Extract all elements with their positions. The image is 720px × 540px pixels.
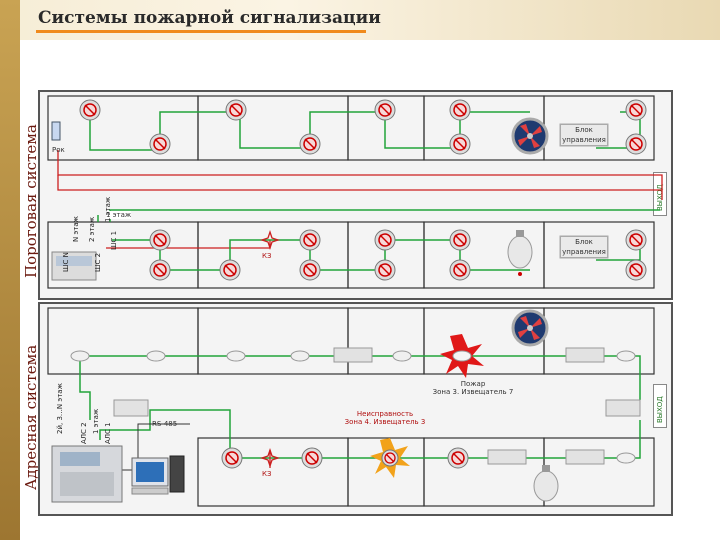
control-unit-label-top: Блок управления <box>560 124 608 146</box>
rs485-link <box>120 423 190 471</box>
smoke-detector-icon <box>374 259 396 281</box>
address-module-icon <box>565 347 605 363</box>
addressable-detector-icon <box>616 452 636 464</box>
smoke-detector-icon <box>221 447 243 469</box>
fault-burst-icon <box>370 438 410 478</box>
smoke-detector-icon <box>449 259 471 281</box>
address-module-icon <box>333 347 373 363</box>
address-module-icon <box>565 449 605 465</box>
computer-workstation-icon <box>131 455 185 495</box>
address-detectors <box>70 350 636 464</box>
smoke-detector-icon <box>225 99 247 121</box>
smoke-detector-icon <box>447 447 469 469</box>
threshold-output-tab: ВЫХОД <box>653 172 667 216</box>
smoke-detector-icon <box>625 229 647 251</box>
page-title: Системы пожарной сигнализации <box>38 8 381 28</box>
fault-event-label: Неисправность Зона 4. Извещатель 3 <box>344 410 426 426</box>
address-rooms <box>47 307 655 507</box>
address-control-panel-icon <box>51 445 123 503</box>
smoke-detector-icon <box>449 229 471 251</box>
short-circuit-icon <box>259 229 281 251</box>
smoke-detector-icon <box>625 99 647 121</box>
addressable-detector-icon <box>290 350 310 362</box>
smoke-detector-icon <box>149 133 171 155</box>
gold-side-bar <box>0 0 20 540</box>
addressable-detector-icon <box>392 350 412 362</box>
floor-label-2: 2 этаж <box>88 216 96 242</box>
fire-alarm-burst-icon <box>440 334 484 378</box>
smoke-detector-icon <box>625 133 647 155</box>
addressable-detector-icon <box>616 350 636 362</box>
address-kz-label: КЗ <box>262 470 272 478</box>
addressable-detector-icon <box>226 350 246 362</box>
smoke-detector-icon <box>149 259 171 281</box>
floor-label-n: N этаж <box>72 216 80 242</box>
smoke-detector-icon <box>449 133 471 155</box>
smoke-detector-icon <box>374 99 396 121</box>
panel-display <box>56 256 92 266</box>
smoke-detector-icon <box>219 259 241 281</box>
address-loop-label-2: АЛС 2 <box>80 422 88 444</box>
smoke-detector-icon <box>299 133 321 155</box>
address-loop-label-1: АЛС 1 <box>104 422 112 444</box>
threshold-detectors <box>79 99 647 281</box>
smoke-detector-icon <box>79 99 101 121</box>
loop-label-1: ШС 1 <box>110 230 118 250</box>
smoke-detector-icon <box>449 99 471 121</box>
address-floor-label-1: 1 этаж <box>92 408 100 434</box>
rs485-label: RS-485 <box>152 420 178 428</box>
smoke-detector-icon <box>299 229 321 251</box>
fire-event-label: Пожар Зона 3. Извещатель 7 <box>432 380 514 396</box>
title-underline <box>36 30 366 33</box>
fire-extinguisher-module-icon <box>533 465 559 502</box>
loop-label-2: ШС 2 <box>94 252 102 272</box>
ventilation-fan-icon <box>511 309 549 347</box>
smoke-detector-icon <box>301 447 323 469</box>
smoke-detector-icon <box>625 259 647 281</box>
loop-label-n: ШС N <box>62 252 70 272</box>
threshold-red-wires <box>57 150 663 249</box>
smoke-detector-icon <box>381 449 399 467</box>
smoke-detector-icon <box>374 229 396 251</box>
threshold-rooms <box>47 95 655 289</box>
header-banner <box>0 0 720 40</box>
control-unit-label-bottom: Блок управления <box>560 236 608 258</box>
address-module-icon <box>487 449 527 465</box>
address-module-icon <box>113 399 149 417</box>
threshold-kz-label: КЗ <box>262 252 272 260</box>
addressable-detector-icon <box>70 350 90 362</box>
address-module-icon <box>605 399 641 417</box>
rok-label: Рок <box>52 146 65 154</box>
smoke-detector-icon <box>149 229 171 251</box>
address-floor-label-upper: 2й, 3…N этаж <box>56 383 64 434</box>
smoke-detector-icon <box>299 259 321 281</box>
ventilation-fan-icon <box>511 117 549 155</box>
address-green-wires <box>79 355 641 459</box>
fire-extinguisher-module-icon <box>507 230 533 276</box>
short-circuit-icon <box>259 447 281 469</box>
address-output-tab: ВЫХОД <box>653 384 667 428</box>
addressable-detector-icon <box>146 350 166 362</box>
floor-1-tag: 1 этаж <box>106 211 132 219</box>
floor-label-1: 1 этаж <box>104 196 112 222</box>
rok-device-icon <box>51 121 61 141</box>
